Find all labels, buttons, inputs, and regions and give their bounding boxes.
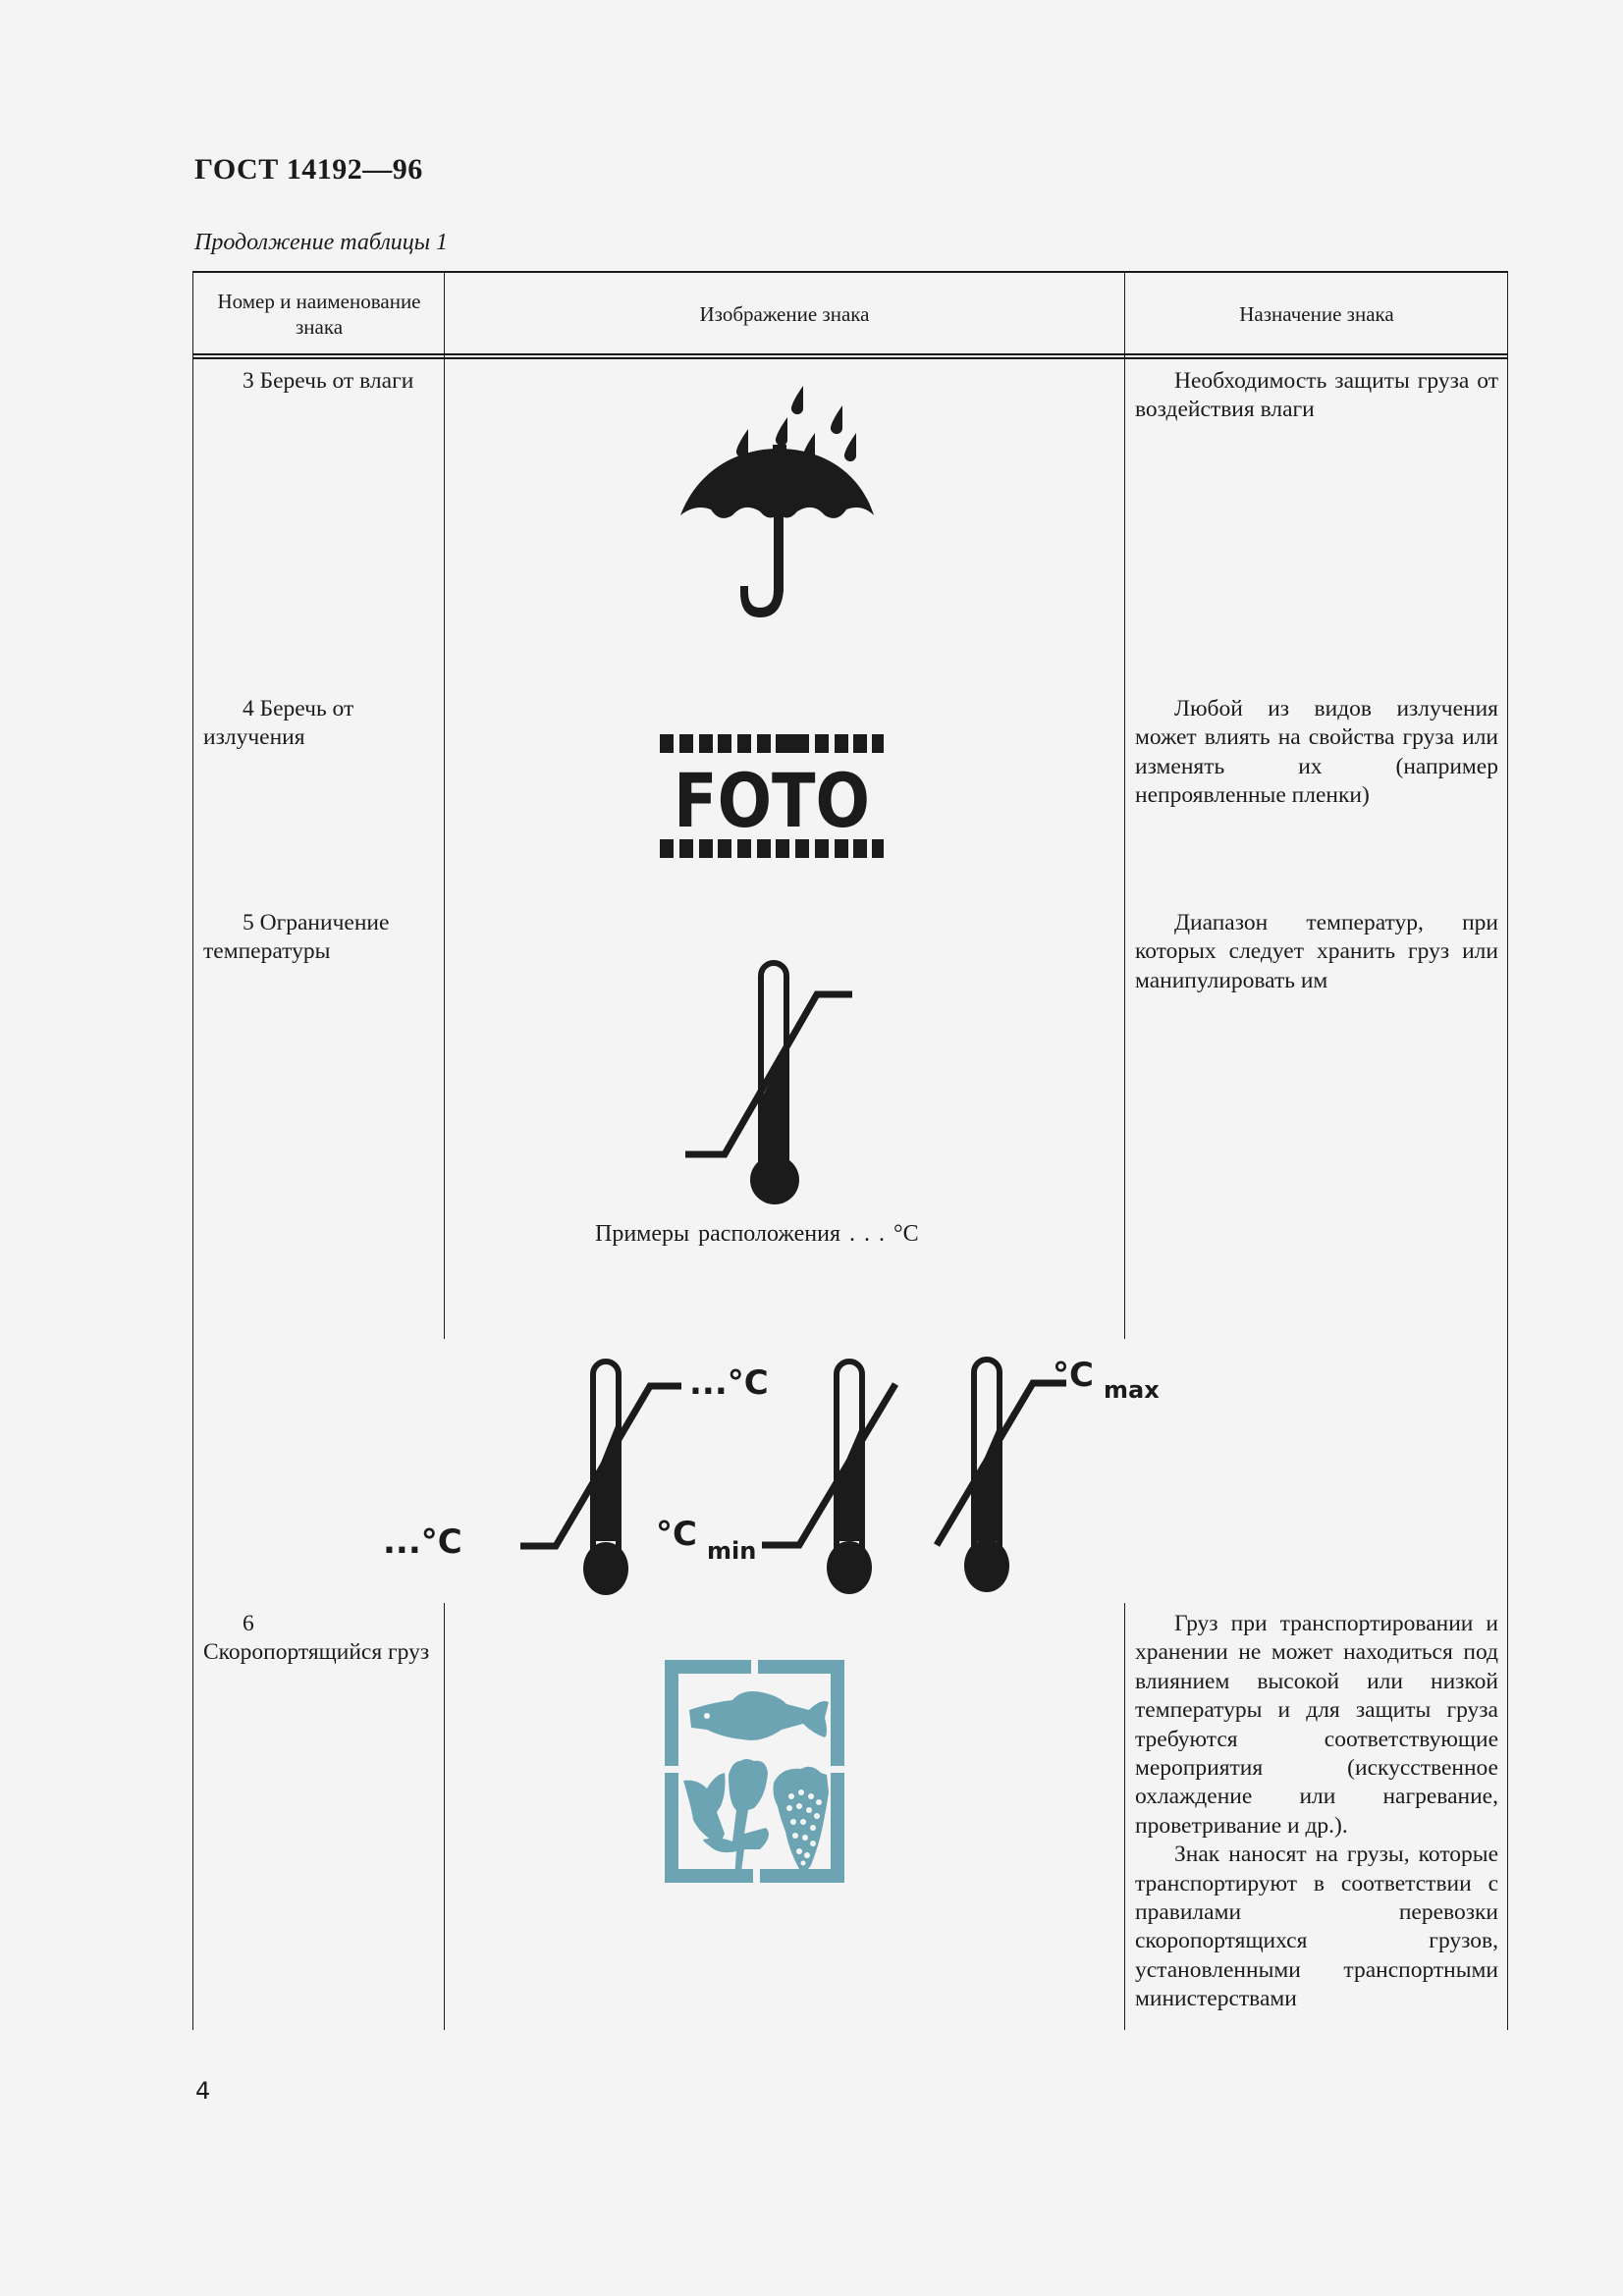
examples-caption: Примеры расположения . . . °C [595,1221,919,1247]
document-title: ГОСТ 14192—96 [194,153,423,186]
umbrella-rain-icon [680,386,874,617]
column-divider-2 [1124,271,1125,1339]
table-right-border [1507,271,1508,2030]
header-sign-purpose: Назначение знака [1239,302,1394,326]
column-divider-1 [444,271,445,1339]
thermometer-max-icon: °C max [933,1356,1160,1592]
svg-text:°C: °C [656,1515,697,1554]
svg-text:max: max [1104,1376,1160,1404]
row-6-purpose: Груз при транспортировании и хранении не… [1135,1611,1498,2012]
foto-film-icon: FOTO [660,734,884,858]
column-divider-1-lower [444,1603,445,2030]
row-5-purpose: Диапазон температур, при которых следует… [1135,910,1498,993]
row-3-purpose: Необходимость защиты груза от воздействи… [1135,368,1498,423]
table-top-border [192,271,1508,273]
header-divider [192,353,1508,355]
svg-text:...°C: ...°C [383,1522,462,1562]
svg-text:...°C: ...°C [689,1363,769,1403]
svg-text:FOTO: FOTO [674,757,870,844]
thermometer-min-icon: °C min [656,1359,899,1594]
table-left-border [192,271,193,2030]
thermometer-range-icon [685,960,852,1204]
header-sign-name: Номер и наименование знака [217,290,421,339]
row-3-name: 3 Беречь от влаги [243,368,414,394]
thermometer-examples: ...°C ...°C °C min °C max [383,1356,1160,1595]
row-6-name: 6 Скоропортящийся груз [203,1611,430,1666]
header-divider-double [192,357,1508,359]
row-5-name: 5 Ограничение температуры [203,910,390,965]
column-divider-2-lower [1124,1603,1125,2030]
header-sign-image: Изображение знака [699,302,870,326]
perishable-cargo-icon [665,1660,844,1883]
svg-text:°C: °C [1053,1356,1094,1395]
row-4-name: 4 Беречь от излучения [203,696,354,751]
thermometer-range-icon: ...°C ...°C [383,1359,769,1595]
table-continuation-label: Продолжение таблицы 1 [194,230,449,255]
page-number: 4 [195,2077,211,2105]
row-4-purpose: Любой из видов излучения может влиять на… [1135,696,1498,809]
svg-text:min: min [707,1537,756,1565]
